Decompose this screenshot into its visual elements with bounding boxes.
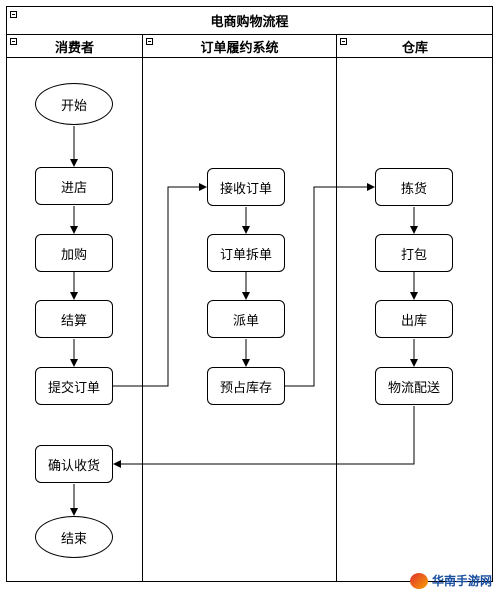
edge-reserve-pick (285, 183, 375, 387)
lane-header-consumer: 消费者 (7, 35, 142, 58)
watermark-logo-icon (409, 572, 428, 589)
node-submit-order[interactable]: 提交订单 (35, 367, 113, 405)
edge-submit-receive (113, 183, 207, 387)
node-confirm-receipt[interactable]: 确认收货 (35, 445, 113, 483)
node-outbound[interactable]: 出库 (375, 300, 453, 338)
lane-header-warehouse: 仓库 (337, 35, 493, 58)
node-pick[interactable]: 拣货 (375, 168, 453, 206)
node-checkout[interactable]: 结算 (35, 300, 113, 338)
pool-frame (6, 6, 493, 582)
node-end[interactable]: 结束 (35, 516, 113, 558)
pool-collapse-icon[interactable] (10, 11, 17, 18)
lane-fulfillment-collapse-icon[interactable] (146, 38, 153, 45)
pool-title: 电商购物流程 (6, 6, 493, 35)
lane-divider-2 (336, 35, 337, 582)
node-split-order[interactable]: 订单拆单 (207, 234, 285, 272)
node-enter-store[interactable]: 进店 (35, 167, 113, 205)
lane-divider-1 (142, 35, 143, 582)
node-add-cart[interactable]: 加购 (35, 234, 113, 272)
watermark: 华南手游网 (409, 572, 492, 589)
node-reserve-stock[interactable]: 预占库存 (207, 367, 285, 405)
node-receive-order[interactable]: 接收订单 (207, 168, 285, 206)
node-ship[interactable]: 物流配送 (375, 367, 453, 405)
lane-warehouse-collapse-icon[interactable] (340, 38, 347, 45)
edge-ship-confirm (113, 406, 415, 468)
watermark-text: 华南手游网 (431, 574, 492, 588)
node-dispatch[interactable]: 派单 (207, 300, 285, 338)
lane-header-fulfillment: 订单履约系统 (143, 35, 336, 58)
node-start[interactable]: 开始 (35, 83, 113, 125)
node-pack[interactable]: 打包 (375, 234, 453, 272)
lane-consumer-collapse-icon[interactable] (10, 38, 17, 45)
